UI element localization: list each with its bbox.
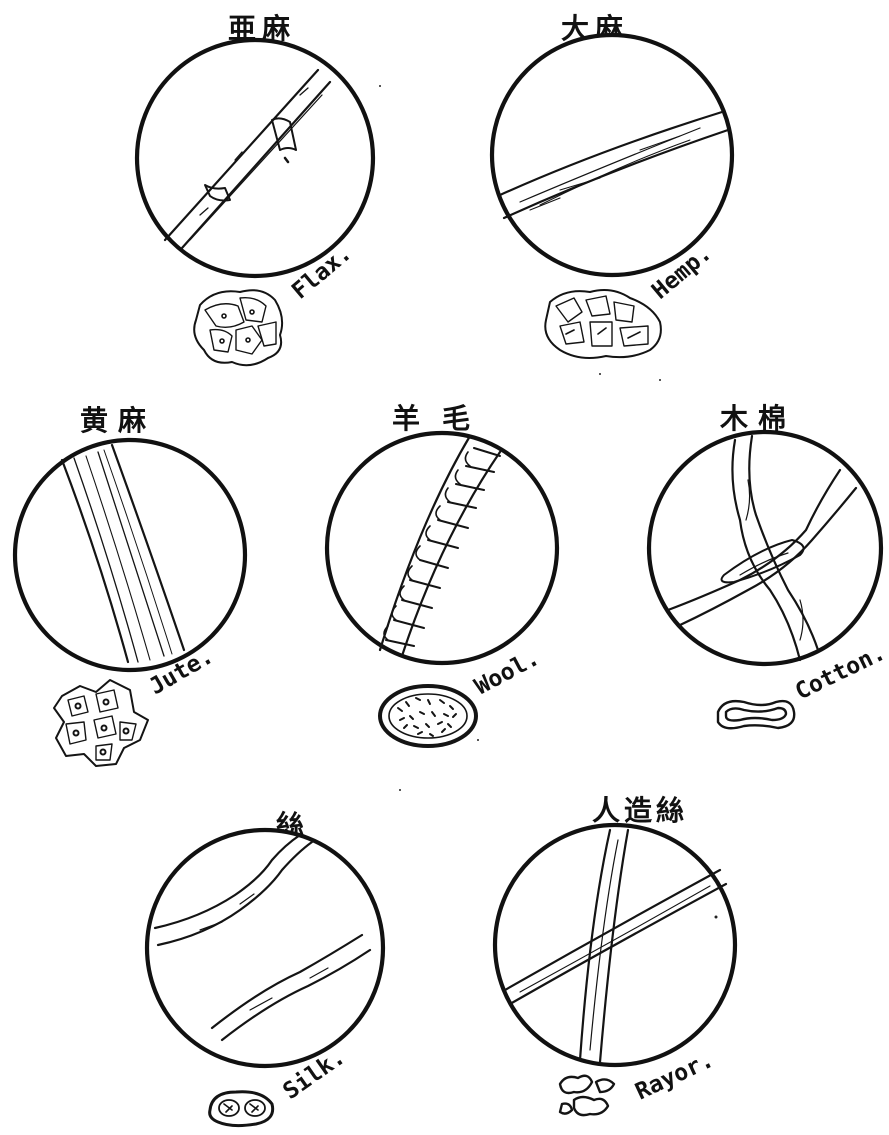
rayon-cross-section bbox=[560, 1076, 614, 1115]
jute-cross-section bbox=[54, 680, 148, 766]
wool-cross-section bbox=[380, 686, 476, 746]
cotton-title: 木棉 bbox=[719, 402, 796, 435]
cotton-panel: 木棉 Cotton. bbox=[649, 402, 889, 728]
flax-view-circle bbox=[137, 40, 373, 276]
hemp-cross-section bbox=[545, 290, 661, 358]
jute-panel: 黄麻 Jute. bbox=[15, 404, 245, 766]
wool-title: 羊毛 bbox=[392, 402, 492, 435]
wool-view-circle bbox=[327, 433, 557, 663]
rayon-panel: 人造絲 Rayor. bbox=[495, 794, 735, 1115]
wool-panel: 羊毛 Wool. bbox=[327, 402, 557, 746]
hemp-view-circle bbox=[492, 35, 732, 275]
hemp-panel: 大麻 Hemp. bbox=[492, 12, 732, 358]
cotton-cross-section bbox=[718, 701, 794, 728]
cotton-view-circle bbox=[649, 432, 881, 664]
rayon-title: 人造絲 bbox=[592, 794, 688, 827]
silk-panel: 絲 Silk. bbox=[147, 809, 383, 1126]
jute-title: 黄麻 bbox=[80, 404, 156, 437]
silk-view-circle bbox=[147, 830, 383, 1066]
flax-panel: 亜麻 Flax. bbox=[137, 12, 373, 365]
flax-cross-section bbox=[194, 290, 282, 365]
silk-cross-section bbox=[210, 1092, 273, 1126]
